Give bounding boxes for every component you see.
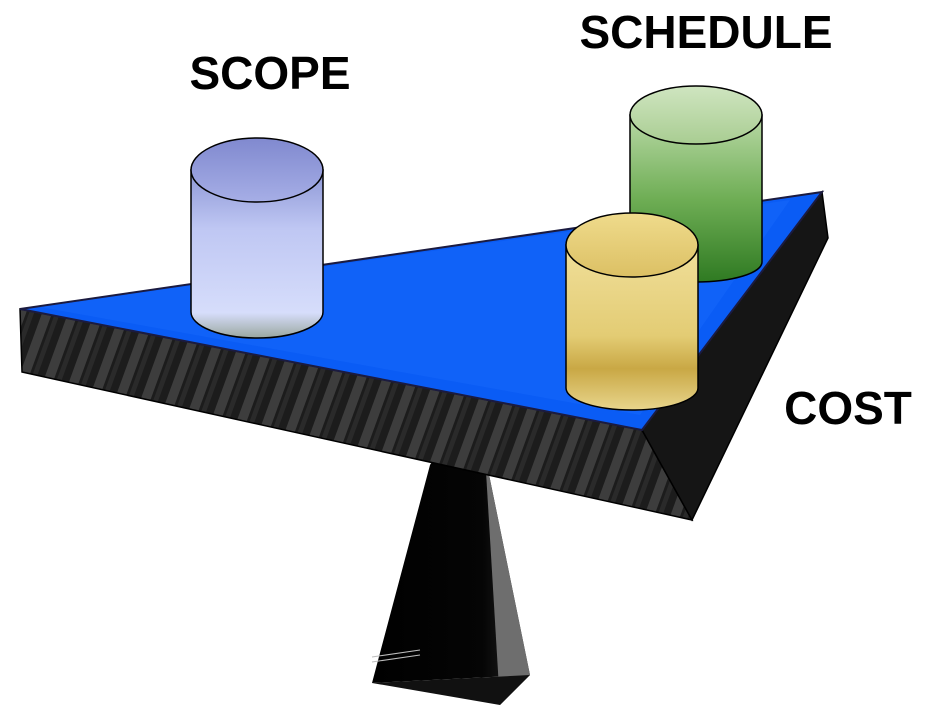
cost-label: COST [784,382,912,434]
cost-cylinder-icon [565,212,699,411]
scope-label: SCOPE [189,47,350,99]
scope-cylinder-icon [190,137,324,339]
schedule-label: SCHEDULE [579,6,832,58]
